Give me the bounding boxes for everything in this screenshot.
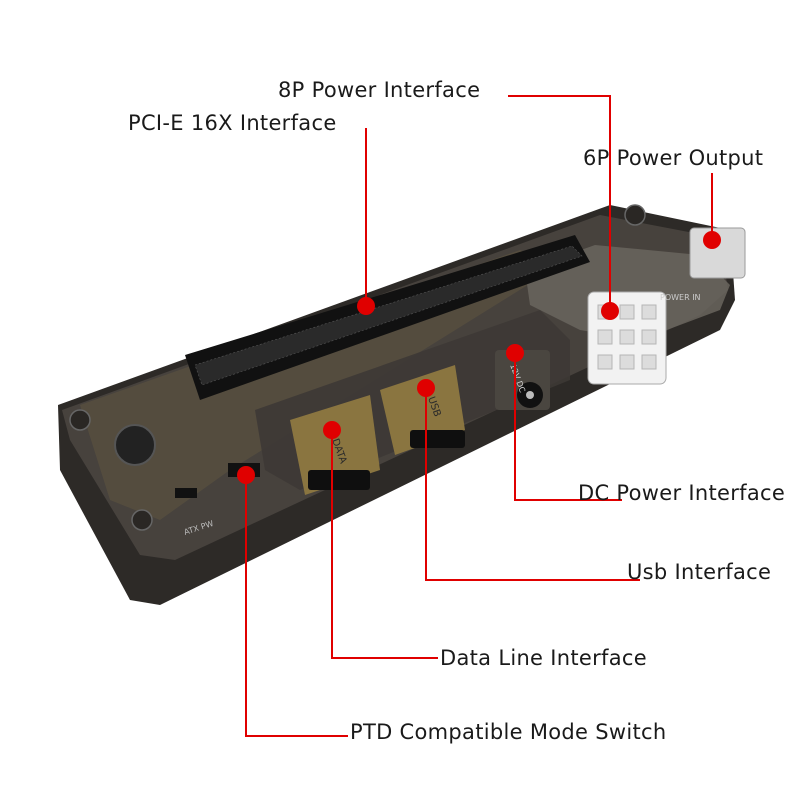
callout-line-dc [514,353,622,501]
callout-dot-usb [417,379,435,397]
screw-hole [131,509,153,531]
callout-dot-data [323,421,341,439]
pcb-area [80,250,560,520]
eight-pin-connector [587,291,667,385]
callout-line-ptd [245,475,348,737]
screw-hole [624,204,646,226]
atx-connector [175,488,197,498]
label-dc-power-interface: DC Power Interface [578,481,786,505]
data-port: DATA [290,395,380,495]
callout-dots [237,231,721,484]
callout-line-data [331,430,438,659]
callout-dot-8p [601,302,619,320]
callout-line-usb [425,388,640,581]
callout-dot-dc [506,344,524,362]
label-pcie-16x-interface: PCI-E 16X Interface [128,111,337,135]
callout-dot-ptd [237,466,255,484]
callout-line-8p [508,95,611,311]
label-8p-power-interface: 8P Power Interface [278,78,481,102]
inductor [114,424,156,466]
callout-lines [245,95,713,737]
label-data-line-interface: Data Line Interface [440,646,647,670]
callout-dot-pcie [357,297,375,315]
callout-dot-6p [703,231,721,249]
power-in-marking: POWER IN [660,293,701,302]
label-usb-interface: Usb Interface [627,560,772,584]
screw-hole [69,409,91,431]
label-6p-power-output: 6P Power Output [583,146,764,170]
dc-jack: 12V DC [495,350,550,410]
label-ptd-compatible-mode-switch: PTD Compatible Mode Switch [350,720,667,744]
usb-port: USB [380,365,465,455]
pcie-slot-contacts [194,245,583,386]
